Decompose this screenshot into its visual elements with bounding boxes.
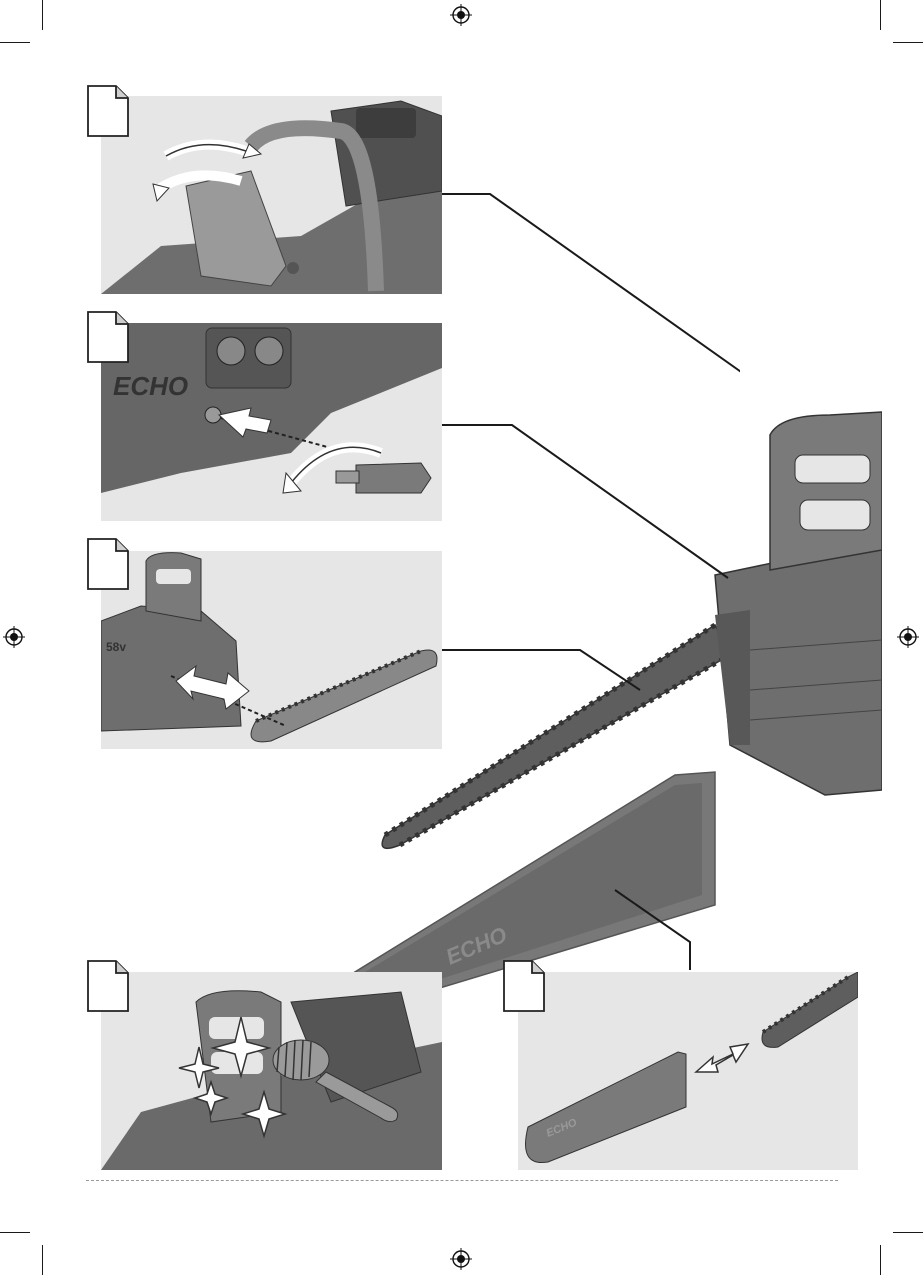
panel-voltage-badge: 58v bbox=[106, 640, 126, 654]
registration-mark-bottom-icon bbox=[450, 1248, 472, 1270]
document-icon bbox=[502, 959, 546, 1013]
panel-logo-text: ECHO bbox=[113, 371, 188, 401]
crop-mark-tl-v bbox=[42, 0, 43, 30]
bar-nuts-illustration: ECHO bbox=[101, 323, 442, 521]
panel-bar-nuts-wrench: ECHO bbox=[101, 323, 442, 521]
crop-mark-tr-h bbox=[893, 42, 923, 43]
motor-housing-illustration bbox=[715, 412, 882, 795]
cleaning-illustration bbox=[101, 972, 442, 1170]
panel-bar-and-chain-removal: 58v bbox=[101, 551, 442, 749]
registration-mark-right-icon bbox=[897, 626, 919, 648]
crop-mark-tr-v bbox=[880, 0, 881, 30]
crop-mark-br-v bbox=[880, 1245, 881, 1275]
document-icon bbox=[86, 84, 130, 138]
leader-lines bbox=[440, 190, 740, 970]
footer-dashed-rule bbox=[86, 1180, 838, 1181]
crop-mark-bl-v bbox=[42, 1245, 43, 1275]
panel-chain-brake bbox=[101, 96, 442, 294]
panel-clean-unit bbox=[101, 972, 442, 1170]
document-icon bbox=[86, 959, 130, 1013]
chain-brake-illustration bbox=[101, 96, 442, 294]
crop-mark-br-h bbox=[893, 1232, 923, 1233]
document-icon bbox=[86, 537, 130, 591]
crop-mark-tl-h bbox=[0, 42, 30, 43]
document-icon bbox=[86, 310, 130, 364]
registration-mark-left-icon bbox=[3, 626, 25, 648]
crop-mark-bl-h bbox=[0, 1232, 30, 1233]
scabbard-fit-illustration: ECHO bbox=[518, 972, 858, 1170]
bar-removal-illustration: 58v bbox=[101, 551, 442, 749]
registration-mark-top-icon bbox=[450, 4, 472, 26]
panel-scabbard-fit: ECHO bbox=[518, 972, 858, 1170]
